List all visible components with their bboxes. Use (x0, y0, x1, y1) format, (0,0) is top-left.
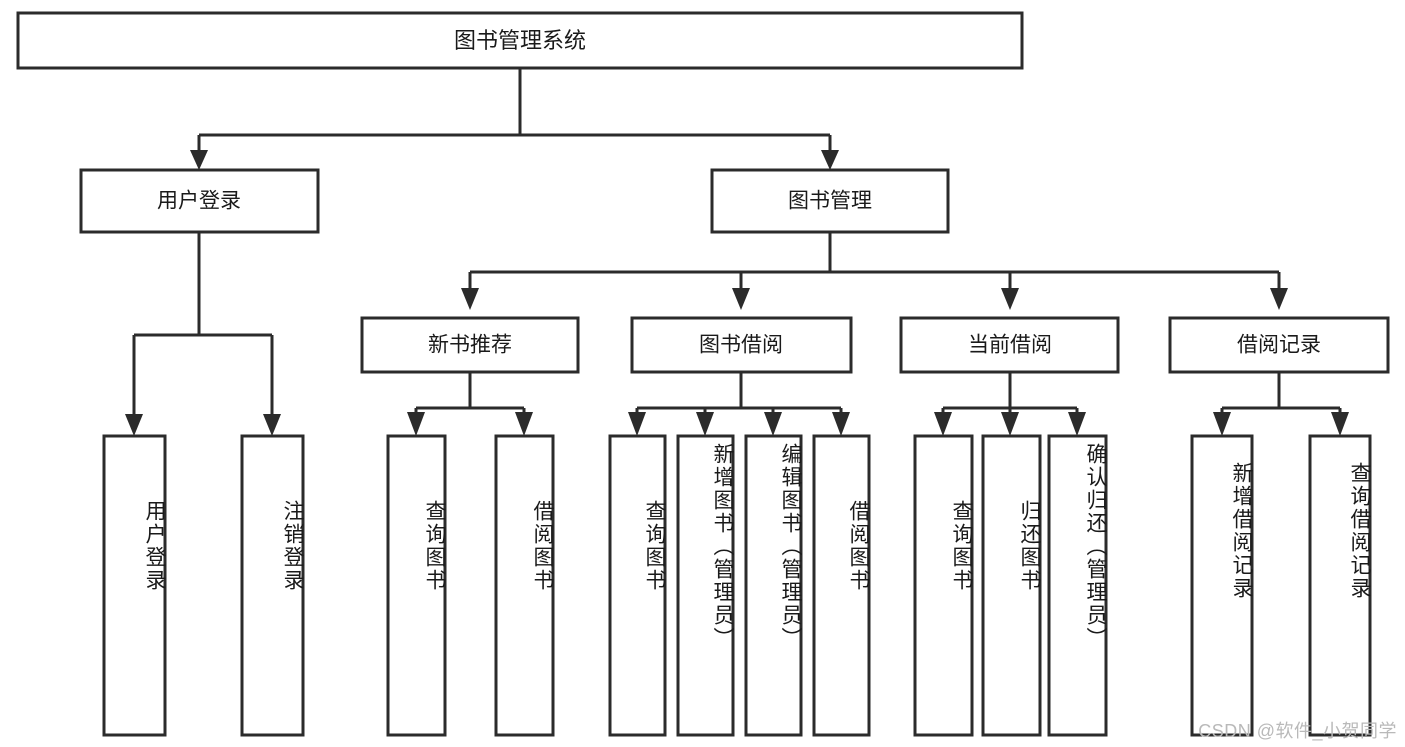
node-book-manage-box[interactable] (710, 168, 950, 234)
leaf-box-query-book-3[interactable] (913, 434, 974, 737)
leaf-box-query-book-2[interactable] (608, 434, 667, 737)
node-borrow-record-box[interactable] (1168, 316, 1390, 374)
arrow-head-leaf-edit-book (764, 412, 782, 436)
arrow-head-leaf-return-book (1001, 412, 1019, 436)
arrow-head-leaf-query-book-3 (934, 412, 952, 436)
arrow-head-borrowrecord (1270, 288, 1288, 310)
arrow-head-newbook (461, 288, 479, 310)
leaf-box-query-record[interactable] (1308, 434, 1372, 737)
arrow-head-leaf-query-book-2 (628, 412, 646, 436)
node-new-book-recommend-box[interactable] (360, 316, 580, 374)
csdn-watermark: CSDN @软件_小贺同学 (1198, 721, 1397, 741)
connector-group-user-login (125, 232, 281, 436)
leaf-box-confirm-return[interactable] (1047, 434, 1108, 737)
node-borrow-record-label: 借阅记录 (1237, 334, 1321, 357)
arrow-head-leaf-confirm-return (1068, 412, 1086, 436)
leaf-box-add-record[interactable] (1190, 434, 1254, 737)
leaf-box-edit-book[interactable] (744, 434, 803, 737)
node-user-login[interactable]: 用户登录 (79, 168, 320, 234)
arrow-head-userlogin (190, 150, 208, 170)
arrow-head-leaf-query-record (1331, 412, 1349, 436)
node-new-book-recommend[interactable]: 新书推荐 (360, 316, 580, 374)
connector-group-borrow-record (1213, 372, 1349, 436)
node-user-login-label: 用户登录 (157, 190, 241, 213)
leaf-box-query-book-1[interactable] (386, 434, 447, 737)
connector-group-book-manage (461, 232, 1288, 310)
arrow-head-leaf-borrow-book-2 (832, 412, 850, 436)
arrow-head-leaf-add-record (1213, 412, 1231, 436)
arrow-head-leaf-user-login (125, 414, 143, 436)
node-user-login-box[interactable] (79, 168, 320, 234)
node-borrow-record[interactable]: 借阅记录 (1168, 316, 1390, 374)
node-current-borrow[interactable]: 当前借阅 (899, 316, 1120, 374)
node-book-borrow-box[interactable] (630, 316, 853, 374)
node-book-borrow-label: 图书借阅 (699, 334, 783, 357)
node-book-manage[interactable]: 图书管理 (710, 168, 950, 234)
node-root-label: 图书管理系统 (454, 28, 586, 53)
leaf-boxes (102, 434, 1372, 737)
node-root[interactable]: 图书管理系统 (16, 11, 1024, 70)
leaf-box-borrow-book-2[interactable] (812, 434, 871, 737)
connector-group-current-borrow (934, 372, 1086, 436)
leaf-box-user-login[interactable] (102, 434, 167, 737)
connector-group-root (190, 68, 839, 170)
arrow-head-leaf-borrow-book-1 (515, 412, 533, 436)
node-current-borrow-label: 当前借阅 (968, 334, 1052, 357)
arrow-head-bookmanage (821, 150, 839, 170)
connector-group-new-book (407, 372, 533, 436)
leaf-box-logout[interactable] (240, 434, 305, 737)
node-book-borrow[interactable]: 图书借阅 (630, 316, 853, 374)
node-new-book-recommend-label: 新书推荐 (428, 334, 512, 357)
node-current-borrow-box[interactable] (899, 316, 1120, 374)
leaf-box-borrow-book-1[interactable] (494, 434, 555, 737)
node-book-manage-label: 图书管理 (788, 190, 872, 213)
leaf-box-return-book[interactable] (981, 434, 1042, 737)
arrow-head-currentborrow (1001, 288, 1019, 310)
arrow-head-leaf-query-book-1 (407, 412, 425, 436)
node-root-box[interactable] (16, 11, 1024, 70)
arrow-head-leaf-add-book (696, 412, 714, 436)
arrow-head-bookborrow (732, 288, 750, 310)
leaf-box-add-book[interactable] (676, 434, 735, 737)
connector-group-book-borrow (628, 372, 850, 436)
arrow-head-leaf-logout (263, 414, 281, 436)
